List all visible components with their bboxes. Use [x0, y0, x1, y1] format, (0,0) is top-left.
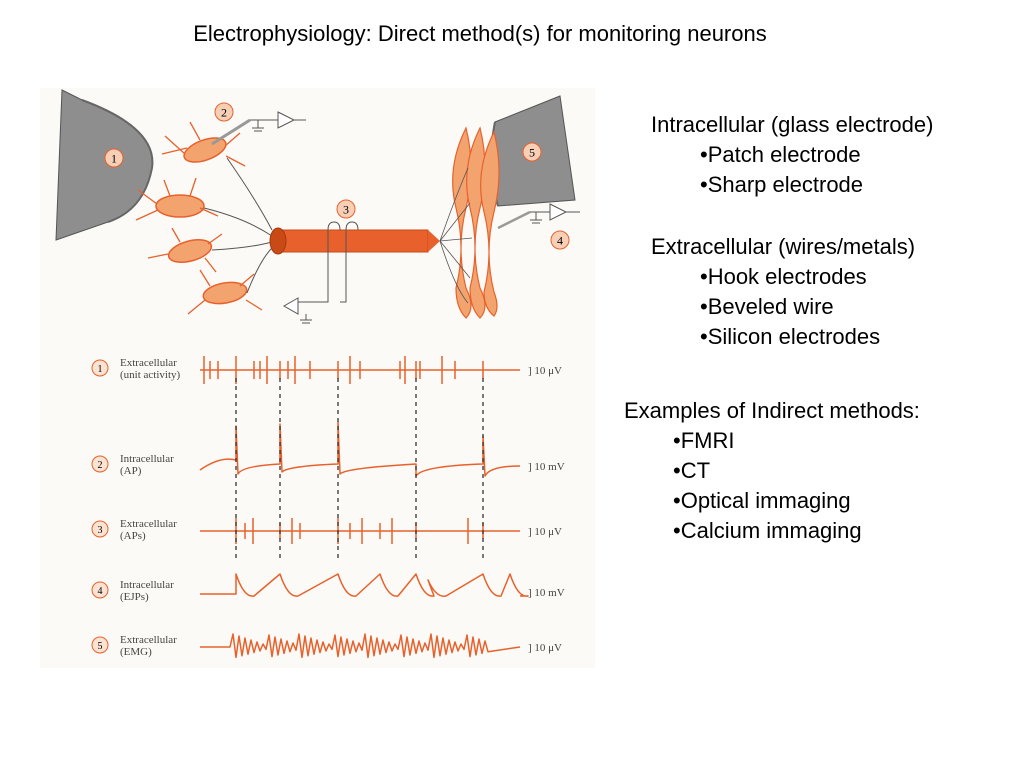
trace-scale: ] 10 μV	[528, 526, 562, 538]
callout-2: 2	[221, 106, 227, 120]
nerve-end	[269, 227, 287, 255]
indirect-item: •Optical immaging	[673, 488, 851, 513]
trace-row: 4 Intracellular(EJPs) ] 10 mV	[91, 573, 565, 603]
extracellular-heading: Extracellular (wires/metals)	[651, 234, 916, 259]
trace-sublabel: (unit activity)	[120, 369, 181, 381]
intracellular-item: •Sharp electrode	[700, 172, 864, 197]
callout-3: 3	[343, 203, 349, 217]
neuron-dendrites	[135, 121, 263, 315]
intracellular-heading: Intracellular (glass electrode)	[651, 112, 934, 137]
trace-number: 4	[98, 586, 103, 597]
trace-scale: ] 10 mV	[528, 587, 565, 599]
trace-waveform	[200, 633, 521, 659]
trace-scale: ] 10 μV	[528, 365, 562, 377]
intracellular-section: Intracellular (glass electrode) •Patch e…	[651, 110, 933, 200]
trace-row: 1 Extracellular(unit activity) ] 10 μV	[91, 356, 562, 384]
trace-label: Extracellular	[120, 357, 177, 369]
trace-number-circle	[91, 359, 109, 377]
trace-label: Intracellular	[120, 579, 174, 591]
callout-numbers: 1 2 3 4 5	[104, 102, 570, 250]
neuron-cluster	[155, 137, 248, 305]
extracellular-item: •Beveled wire	[700, 294, 834, 319]
trace-row: 2 Intracellular(AP) ] 10 mV	[91, 421, 565, 477]
trace-label: Extracellular	[120, 518, 177, 530]
trace-waveform	[200, 518, 520, 544]
trace-number-circle	[91, 520, 109, 538]
trace-label: Extracellular	[120, 634, 177, 646]
spike-alignment-lines	[235, 378, 484, 558]
trace-number: 1	[98, 364, 103, 375]
trace-label: Intracellular	[120, 453, 174, 465]
indirect-heading: Examples of Indirect methods:	[624, 398, 920, 423]
intracellular-item: •Patch electrode	[700, 142, 861, 167]
amplifier-4	[549, 203, 568, 221]
amplifier-2	[277, 111, 296, 129]
trace-number-circle	[91, 581, 109, 599]
indirect-item: •FMRI	[673, 428, 735, 453]
trace-waveform	[199, 421, 521, 477]
trace-scale: ] 10 μV	[528, 642, 562, 654]
indirect-item: •CT	[673, 458, 711, 483]
trace-number-circle	[91, 636, 109, 654]
trace-row: 3 Extracellular(APs) ] 10 μV	[91, 518, 562, 544]
electrode-cone-left	[55, 89, 153, 241]
extracellular-item: •Silicon electrodes	[700, 324, 881, 349]
trace-sublabel: (AP)	[120, 465, 142, 477]
nerve-cylinder	[277, 229, 429, 253]
indirect-item: •Calcium immaging	[673, 518, 862, 543]
trace-waveform	[200, 573, 529, 597]
trace-number: 3	[98, 525, 103, 536]
trace-number: 2	[98, 460, 103, 471]
callout-5: 5	[529, 146, 535, 160]
trace-row: 5 Extracellular(EMG) ] 10 μV	[91, 633, 562, 659]
trace-sublabel: (EMG)	[120, 646, 152, 658]
trace-number: 5	[98, 641, 103, 652]
trace-waveform	[200, 356, 520, 384]
motor-nerve-branches	[439, 167, 473, 304]
indirect-methods-section: Examples of Indirect methods: •FMRI •CT …	[624, 396, 920, 546]
hook-electrodes	[282, 221, 359, 324]
trace-sublabel: (APs)	[120, 530, 146, 542]
callout-1: 1	[111, 152, 117, 166]
cone-rim-left	[81, 99, 154, 223]
muscle-fibers	[452, 126, 500, 319]
axons	[203, 157, 273, 294]
glass-electrode	[211, 118, 251, 146]
trace-number-circle	[91, 455, 109, 473]
extracellular-item: •Hook electrodes	[700, 264, 867, 289]
callout-4: 4	[557, 234, 563, 248]
trace-sublabel: (EJPs)	[120, 591, 149, 603]
trace-scale: ] 10 mV	[528, 461, 565, 473]
slide-title: Electrophysiology: Direct method(s) for …	[193, 21, 767, 46]
extracellular-section: Extracellular (wires/metals) •Hook elect…	[651, 232, 915, 352]
